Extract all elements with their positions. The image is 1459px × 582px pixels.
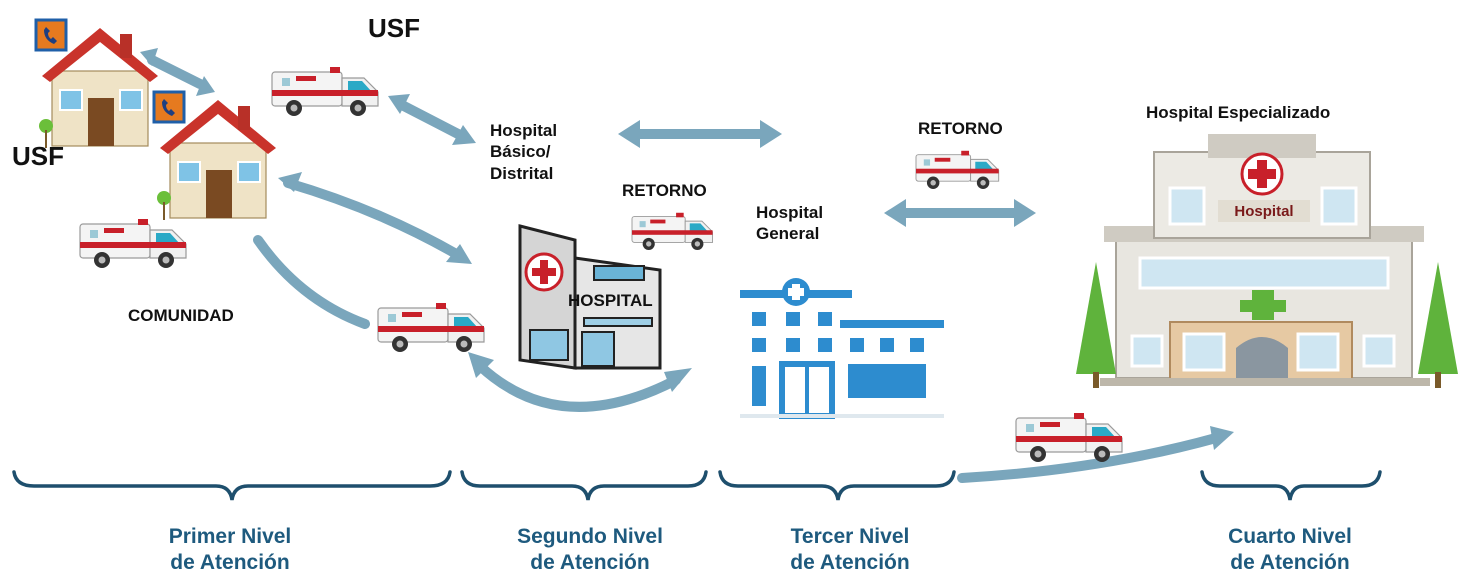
hospital-basico-label: Hospital Básico/ Distrital: [490, 121, 558, 183]
brace-primer-nivel: [12, 470, 452, 501]
hospital-general-label: Hospital General: [756, 203, 824, 244]
hospital-sign-label: HOSPITAL: [568, 291, 653, 310]
hospital-sign-label: Hospital: [1234, 203, 1293, 220]
level-braces: [12, 470, 1382, 501]
brace-tercer-nivel: [718, 470, 956, 501]
specialized-hospital-icon: Hospital: [1080, 132, 1452, 402]
retorno-label-2: RETORNO: [918, 119, 1003, 138]
ambulance-icon: [631, 212, 714, 251]
referral-arrows: [140, 48, 1234, 483]
hospital-especializado-label: Hospital Especializado: [1146, 103, 1331, 122]
ambulance-icon: [1015, 412, 1123, 463]
brace-segundo-nivel: [460, 470, 708, 501]
hospital-building-icon: HOSPITAL: [518, 224, 662, 370]
ambulance-icon: [79, 218, 187, 269]
retorno-label-1: RETORNO: [622, 181, 707, 200]
tree-icon: [1418, 262, 1458, 388]
usf-label-top: USF: [368, 13, 420, 43]
brace-cuarto-nivel: [1200, 470, 1382, 501]
house-phone-icon: [34, 18, 160, 150]
ambulance-icon: [271, 66, 379, 117]
comunidad-label: COMUNIDAD: [128, 306, 234, 325]
usf-label-left: USF: [12, 141, 64, 171]
ambulance-icon: [377, 302, 485, 353]
tree-icon: [1076, 262, 1116, 388]
modern-hospital-icon: [740, 278, 944, 419]
house-phone-icon: [152, 90, 278, 222]
ambulance-icon: [915, 150, 1000, 190]
